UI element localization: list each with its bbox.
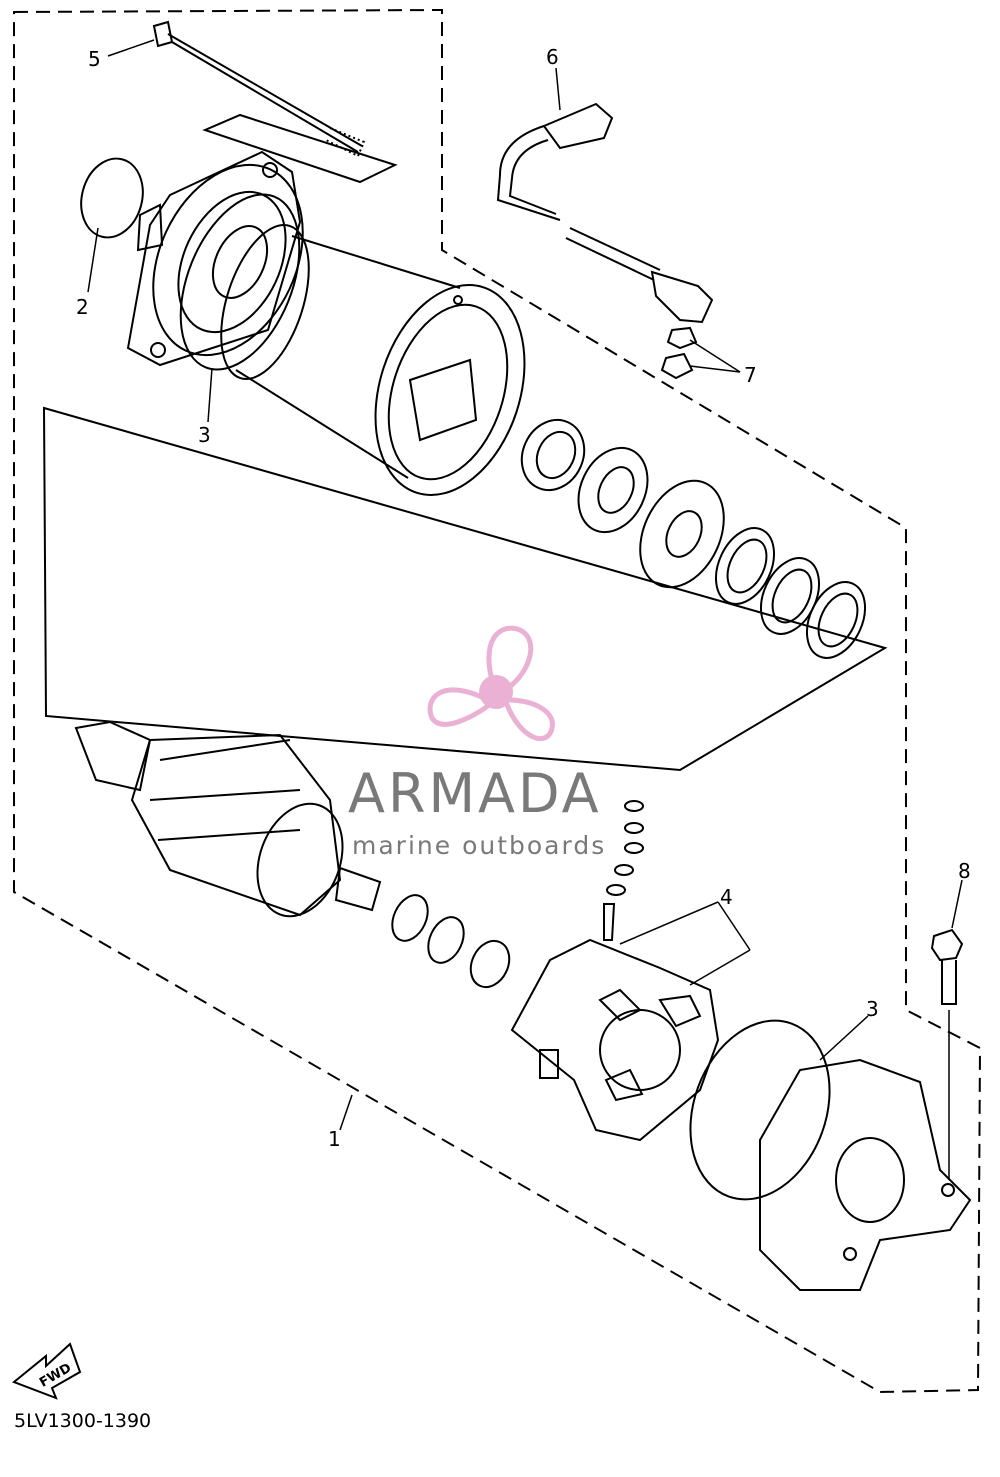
callout-2: 2 — [76, 295, 89, 319]
propeller-logo-icon — [427, 625, 555, 741]
armature-group-outline — [42, 406, 888, 772]
callout-5: 5 — [88, 47, 101, 71]
watermark-name: ARMADA — [348, 762, 602, 825]
callout-3-bottom: 3 — [866, 997, 879, 1021]
brush-holder-part — [510, 938, 720, 1142]
nut-parts — [660, 326, 698, 380]
callout-8: 8 — [958, 859, 971, 883]
bearing-and-washers — [520, 418, 867, 659]
fwd-arrow-icon: FWD — [12, 1342, 82, 1400]
armature-part — [74, 720, 382, 918]
gasket-ring-top-part — [179, 193, 301, 371]
watermark-tagline: marine outboards — [352, 831, 606, 860]
assembly-outline — [13, 8, 982, 1394]
callout-4: 4 — [720, 885, 733, 909]
callout-3-top: 3 — [198, 423, 211, 447]
callout-1: 1 — [328, 1127, 341, 1151]
bolt-plate — [202, 113, 398, 184]
long-bolt-part — [152, 20, 366, 158]
gasket-ring-bottom-part — [689, 1019, 831, 1201]
stacked-washers — [603, 800, 644, 941]
diagram-code: 5LV1300-1390 — [14, 1410, 152, 1432]
leader-lines — [87, 39, 963, 1131]
armature-washers — [391, 894, 511, 989]
callout-7: 7 — [744, 363, 757, 387]
front-cover-part — [126, 150, 304, 367]
o-ring-part — [80, 157, 144, 239]
screw-bolt-part — [930, 928, 964, 1180]
callout-6: 6 — [546, 45, 559, 69]
armada-watermark: ARMADA marine outboards — [348, 625, 606, 860]
rear-cover-part — [759, 1058, 972, 1291]
yoke-housing-part — [220, 224, 526, 496]
lead-wire-part — [496, 102, 714, 324]
